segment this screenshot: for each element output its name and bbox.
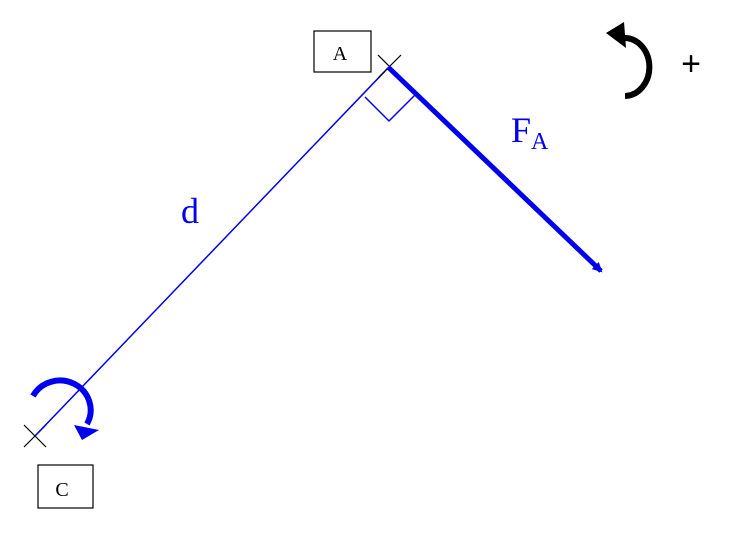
point-a-label: A <box>333 43 348 65</box>
distance-label: d <box>181 191 199 231</box>
distance-line <box>34 67 389 437</box>
force-label-main: F <box>511 110 531 150</box>
force-vector-arrow <box>386 65 603 273</box>
counterclockwise-arrow-icon <box>606 22 653 99</box>
point-c-label: C <box>55 479 68 501</box>
right-angle-marker-icon <box>364 94 416 123</box>
point-c-label-box <box>37 464 94 509</box>
force-label: FA <box>511 110 549 155</box>
point-a-label-box <box>313 30 372 73</box>
sign-convention-plus: + <box>681 45 701 83</box>
clockwise-moment-arrow-icon <box>30 377 99 440</box>
force-label-subscript: A <box>531 129 549 155</box>
